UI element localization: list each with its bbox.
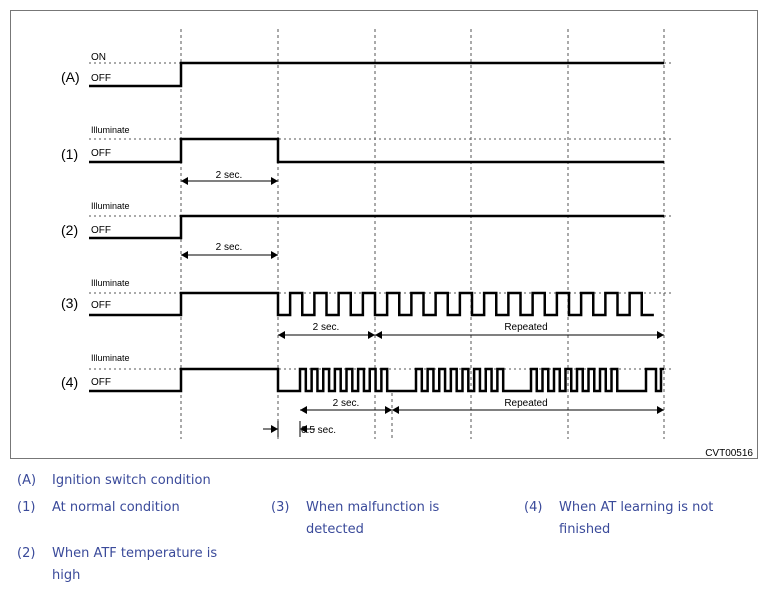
legend-item-3: (3) When malfunction is detected xyxy=(271,497,471,541)
row-label: (4) xyxy=(61,374,78,390)
legend-code: (1) xyxy=(17,500,36,515)
legend-code: (3) xyxy=(271,500,290,515)
level-label-on: ON xyxy=(91,52,106,63)
two-sec-label: 2 sec. xyxy=(313,322,340,333)
wave-ignition xyxy=(89,61,664,88)
wave-learning xyxy=(89,367,664,393)
legend-code: (4) xyxy=(524,500,543,515)
two-sec-arrow-head-left xyxy=(181,251,188,259)
row-label: (A) xyxy=(61,69,80,85)
row-label: (1) xyxy=(61,146,78,162)
level-label-off: OFF xyxy=(91,73,111,84)
repeated-arrow-head-right xyxy=(657,406,664,414)
level-label-off: OFF xyxy=(91,148,111,159)
two-sec-label: 2 sec. xyxy=(216,242,243,253)
legend-text: Ignition switch condition xyxy=(52,473,211,488)
level-label-illuminate: Illuminate xyxy=(91,125,130,135)
wave-malfunction xyxy=(89,291,654,317)
two-sec-arrow-head-right xyxy=(271,251,278,259)
half-sec-head-left xyxy=(271,425,278,433)
legend-item-4: (4) When AT learning is not finished xyxy=(524,497,744,541)
two-sec-arrow-head-left xyxy=(300,406,307,414)
two-sec-arrow-head-left xyxy=(278,331,285,339)
legend-code: (A) xyxy=(17,473,37,488)
row-label: (3) xyxy=(61,295,78,311)
level-label-illuminate: Illuminate xyxy=(91,353,130,363)
level-label-illuminate: Illuminate xyxy=(91,278,130,288)
legend-text: When AT learning is not finished xyxy=(559,500,714,537)
level-label-off: OFF xyxy=(91,377,111,388)
repeated-arrow-head-left xyxy=(392,406,399,414)
legend-text: When malfunction is detected xyxy=(306,500,440,537)
two-sec-label: 2 sec. xyxy=(333,398,360,409)
figure-id: CVT00516 xyxy=(705,448,753,459)
repeated-label: Repeated xyxy=(504,322,547,333)
wave-atf-high xyxy=(89,214,664,240)
wave-normal xyxy=(89,137,664,164)
two-sec-label: 2 sec. xyxy=(216,170,243,181)
half-sec-label: 0.5 sec. xyxy=(301,425,336,436)
two-sec-arrow-head-right xyxy=(271,177,278,185)
legend-text: At normal condition xyxy=(52,500,180,515)
two-sec-arrow-head-right xyxy=(385,406,392,414)
level-label-off: OFF xyxy=(91,300,111,311)
legend-item-2: (2) When ATF temperature is high xyxy=(17,543,257,587)
half-sec-head-right xyxy=(300,425,307,433)
level-label-illuminate: Illuminate xyxy=(91,201,130,211)
repeated-label: Repeated xyxy=(504,398,547,409)
level-label-off: OFF xyxy=(91,225,111,236)
legend-text: When ATF temperature is high xyxy=(52,546,218,583)
timing-diagram: (A)(1)(2)(3)(4)ONOFFIlluminateOFFIllumin… xyxy=(61,29,753,459)
legend-item-1: (1) At normal condition xyxy=(17,497,257,519)
repeated-arrow-head-right xyxy=(657,331,664,339)
two-sec-arrow-head-right xyxy=(368,331,375,339)
legend-code: (2) xyxy=(17,546,36,561)
row-label: (2) xyxy=(61,222,78,238)
legend-item-a: (A) Ignition switch condition xyxy=(17,470,257,492)
two-sec-arrow-head-left xyxy=(181,177,188,185)
repeated-arrow-head-left xyxy=(375,331,382,339)
